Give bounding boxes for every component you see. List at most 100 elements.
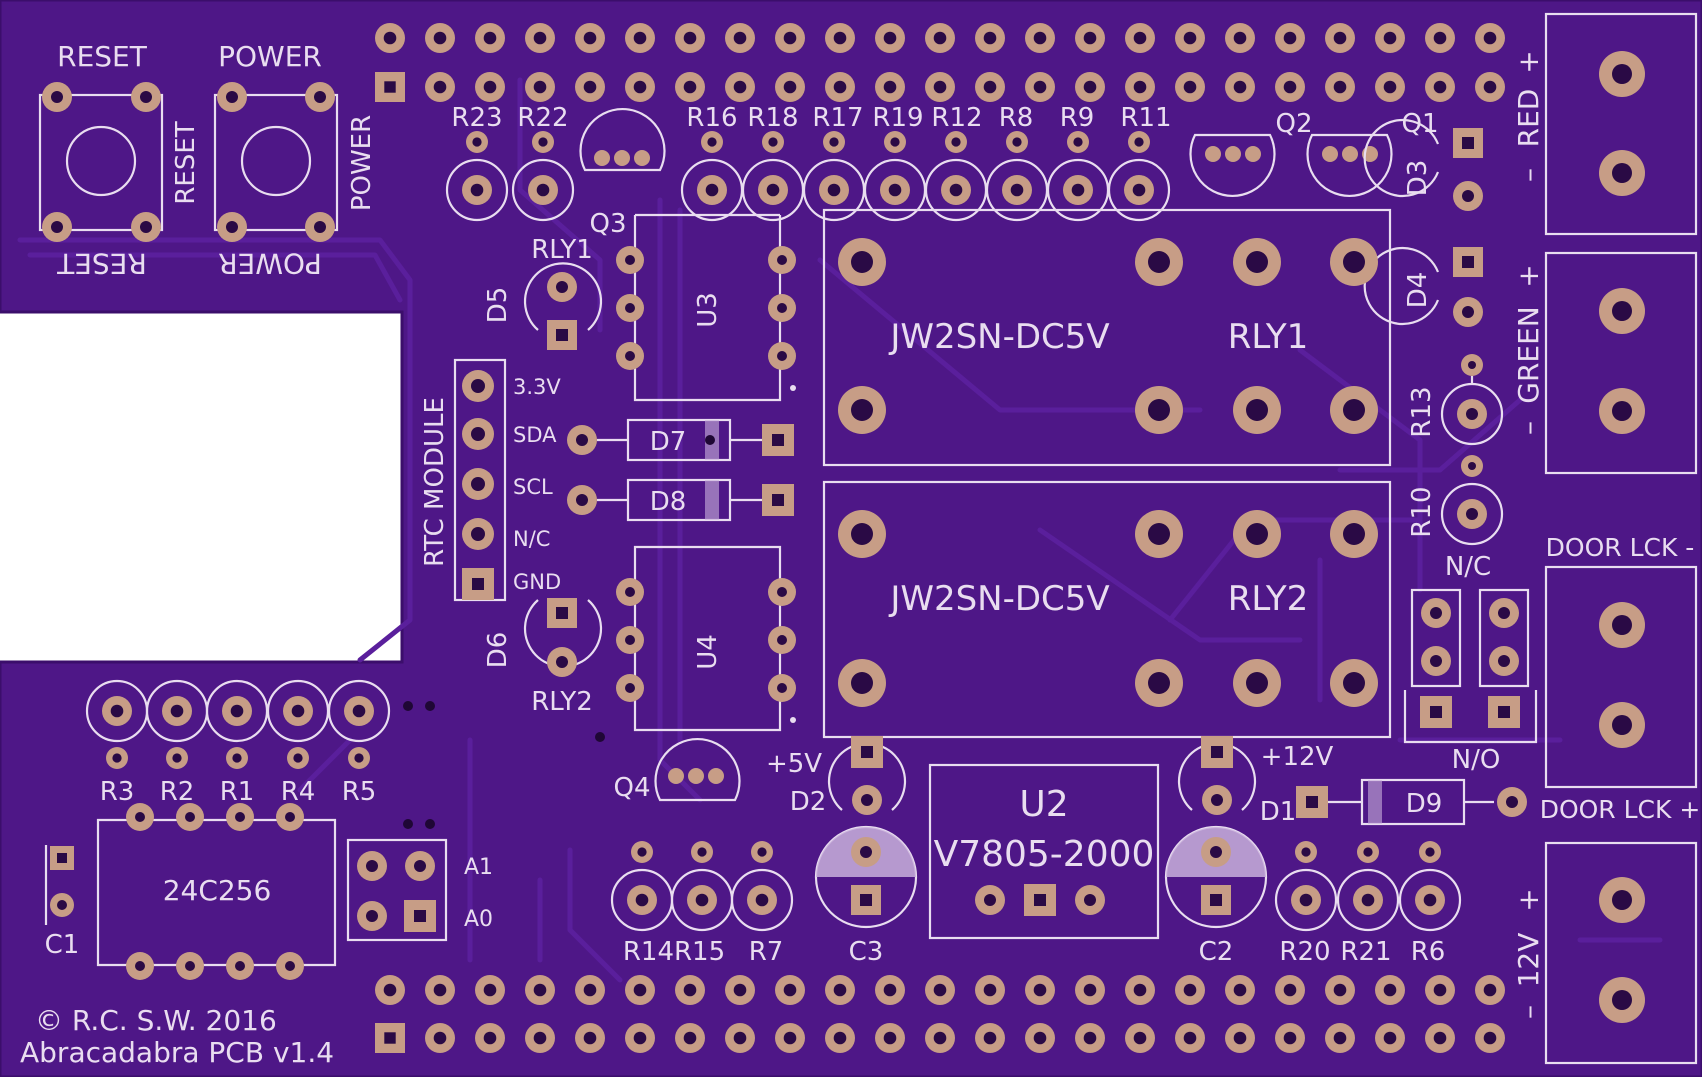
copyright-text: © R.C. S.W. 2016 [35, 1004, 277, 1037]
header-pin-hole [1083, 31, 1097, 45]
bottom-resistor-row [610, 841, 1462, 932]
header-pin-hole [1333, 1031, 1347, 1045]
transistor-q1 [1306, 133, 1393, 198]
label-c3: C3 [849, 937, 884, 967]
label-r3: R3 [100, 777, 135, 807]
led-d5 [523, 262, 603, 350]
jumper-nc-no-right[interactable] [1478, 588, 1530, 728]
eeprom-24c256 [96, 803, 337, 980]
label-r9: R9 [1060, 103, 1095, 133]
relay-rly2 [822, 480, 1392, 739]
header-pin-hole [1233, 80, 1247, 94]
header-pin-hole [483, 1031, 497, 1045]
rtc-pin-3v3: 3.3V [513, 375, 561, 399]
terminal-block-red[interactable] [1544, 12, 1698, 236]
header-pin-hole [1383, 80, 1397, 94]
label-r17: R17 [812, 103, 863, 133]
resistor-pad-hole [291, 704, 305, 718]
resistor-r13 [1440, 354, 1504, 446]
diode-d7 [567, 418, 794, 462]
header-pin-hole [1333, 80, 1347, 94]
resistor-pad-hole [766, 183, 780, 197]
header-pin-hole [1133, 983, 1147, 997]
resistor-pad-hole [1299, 893, 1313, 907]
terminal-block-12v[interactable] [1544, 841, 1698, 1065]
header-pin-hole [483, 31, 497, 45]
reset-label-mirrored: RESET [56, 247, 147, 280]
header-pin-hole [833, 1031, 847, 1045]
header-pin-hole [883, 80, 897, 94]
header-pin-hole [683, 983, 697, 997]
header-pin-hole [983, 1031, 997, 1045]
transistor-q2 [1189, 133, 1276, 198]
header-pin-hole [683, 1031, 697, 1045]
resistor-pad-hole [354, 753, 364, 763]
rtc-title: RTC MODULE [420, 397, 450, 567]
resistor-pad-hole [170, 704, 184, 718]
relay1-ref: RLY1 [1228, 317, 1308, 357]
label-r7: R7 [749, 937, 784, 967]
header-pin-hole [683, 80, 697, 94]
label-q4: Q4 [613, 773, 650, 803]
reset-pushbutton[interactable] [38, 82, 164, 242]
rtc-header[interactable] [453, 358, 507, 602]
label-u2: U2 [1019, 784, 1068, 825]
header-pin-hole [1233, 31, 1247, 45]
label-r5: R5 [342, 777, 377, 807]
header-pin-hole [1333, 983, 1347, 997]
header-pin-hole [1383, 1031, 1397, 1045]
label-q3: Q3 [589, 209, 626, 239]
label-r22: R22 [517, 103, 568, 133]
label-rly2-led: RLY2 [531, 687, 593, 717]
header-pin-hole [883, 983, 897, 997]
top-pin-header [375, 23, 1505, 102]
header-pin-hole [983, 31, 997, 45]
label-d7: D7 [650, 427, 687, 457]
header-pin-hole [733, 1031, 747, 1045]
resistor-pad-hole [112, 753, 122, 763]
label-12v: 12V [1512, 933, 1545, 988]
label-d9: D9 [1406, 789, 1443, 819]
resistor-pad-hole [890, 137, 900, 147]
address-jumpers[interactable] [346, 838, 448, 942]
resistor-body [1107, 158, 1171, 222]
diode-d9 [1296, 778, 1527, 826]
label-r10: R10 [1407, 486, 1437, 537]
header-pin-hole [633, 80, 647, 94]
resistor-pad-hole [707, 137, 717, 147]
label-green-plus: + [1512, 264, 1545, 287]
label-d2: D2 [790, 787, 827, 817]
header-pin-hole [1433, 80, 1447, 94]
reset-label: RESET [57, 40, 148, 73]
header-pin-hole [783, 1031, 797, 1045]
label-nc: N/C [1445, 552, 1491, 582]
resistor-pad-hole [1132, 183, 1146, 197]
regulator-u2 [928, 763, 1160, 940]
header-pin-hole [433, 31, 447, 45]
resistor-pad-hole [536, 183, 550, 197]
header-pin-hole [633, 983, 647, 997]
header-pin-hole [933, 31, 947, 45]
resistor-pad-hole [470, 183, 484, 197]
resistor-pad-hole [538, 137, 548, 147]
power-pushbutton[interactable] [213, 82, 339, 242]
label-5v: +5V [766, 749, 822, 779]
label-r1: R1 [220, 777, 255, 807]
power-label: POWER [218, 40, 322, 73]
resistor-pad-hole [755, 893, 769, 907]
jumper-nc-no-left[interactable] [1410, 588, 1462, 728]
header-pin-hole [983, 983, 997, 997]
header-pin-hole [1283, 983, 1297, 997]
resistor-body [730, 868, 794, 932]
header-pin-hole [533, 1031, 547, 1045]
label-r13: R13 [1407, 386, 1437, 437]
header-pin-hole [733, 80, 747, 94]
relay2-part: JW2SN-DC5V [888, 579, 1109, 619]
header-pin-hole [583, 31, 597, 45]
relay2-ref: RLY2 [1228, 579, 1308, 619]
terminal-block-door-lock[interactable] [1544, 565, 1698, 789]
resistor-pad-hole [705, 183, 719, 197]
resistor-pad-hole [110, 704, 124, 718]
terminal-block-green[interactable] [1544, 251, 1698, 475]
